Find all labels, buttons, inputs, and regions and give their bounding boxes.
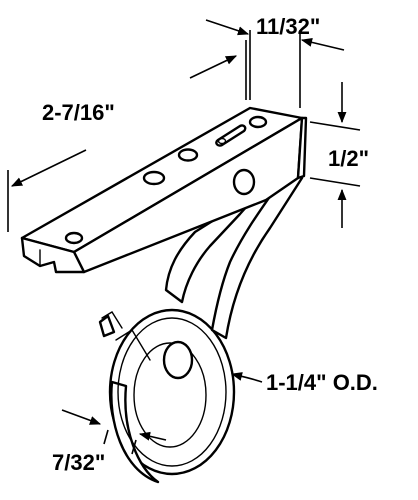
roller-wheel (108, 308, 236, 484)
dim-wheel-width: 7/32" (52, 409, 167, 475)
dim-height: 1/2" (309, 82, 369, 228)
dim-top-width: 11/32" (205, 14, 345, 108)
mount-hole (248, 115, 268, 129)
adjustment-slot (215, 124, 247, 147)
dim-label-length: 2-7/16" (42, 100, 115, 125)
support-arm (98, 164, 304, 340)
dim-label-wheel-diameter: 1-1/4" O.D. (266, 370, 378, 395)
dim-length: 2-7/16" (7, 40, 247, 232)
dim-wheel-diameter: 1-1/4" O.D. (230, 370, 378, 395)
dim-label-top-width: 11/32" (256, 14, 320, 39)
mount-hole (177, 148, 199, 162)
mounting-bracket (20, 106, 308, 274)
side-hole (232, 168, 256, 196)
axle-hub (162, 340, 194, 380)
dim-label-height: 1/2" (328, 146, 369, 171)
mount-hole (142, 170, 166, 186)
mount-hole (64, 231, 84, 245)
dim-label-wheel-width: 7/32" (52, 450, 105, 475)
